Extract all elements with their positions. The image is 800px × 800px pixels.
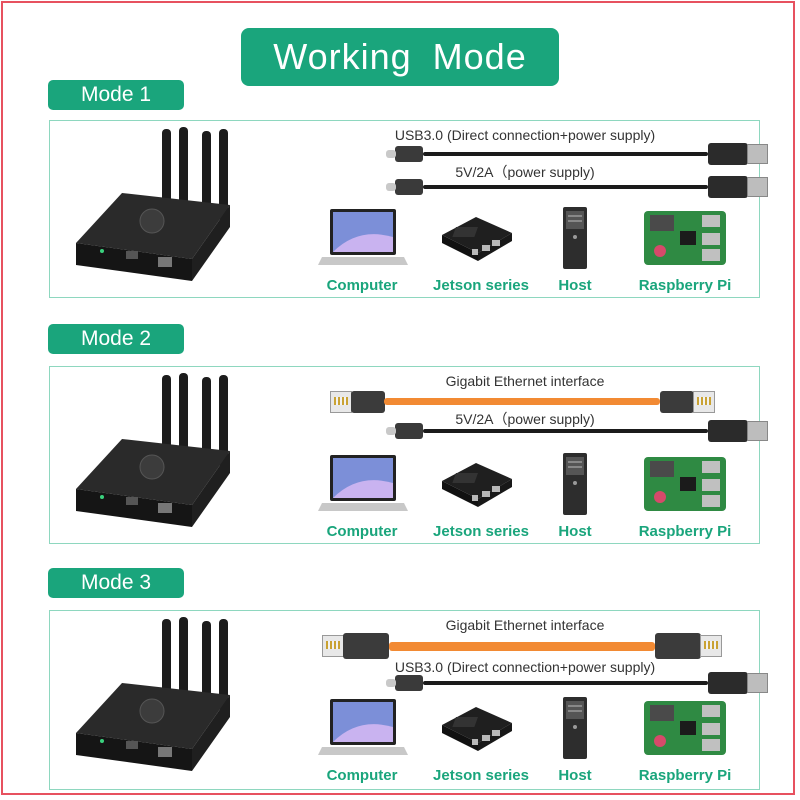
host-label: Host: [558, 523, 592, 540]
router-device-icon: [76, 373, 230, 527]
jetson-label: Jetson series: [433, 277, 529, 294]
computer-label: Computer: [326, 523, 398, 540]
usb-cable: [423, 681, 708, 685]
host-label: Host: [558, 277, 592, 294]
laptop-icon: [318, 209, 408, 265]
host-tower-icon: [563, 453, 587, 515]
raspberry-pi-label: Raspberry Pi: [638, 277, 732, 294]
router-device-icon: [76, 617, 230, 771]
cable-1-label: Gigabit Ethernet interface: [445, 617, 605, 633]
mode-3-label: Mode 3: [48, 568, 184, 598]
jetson-label: Jetson series: [433, 767, 529, 784]
mode-2-label: Mode 2: [48, 324, 184, 354]
usb-c-plug-icon: [386, 146, 423, 162]
usb-c-plug-icon: [386, 675, 423, 691]
host-tower-icon: [563, 697, 587, 759]
raspberry-pi-icon: [644, 211, 726, 265]
usb-c-plug-icon: [386, 423, 423, 439]
cable-2-label: 5V/2A（power supply): [455, 411, 595, 427]
ethernet-cable: [389, 642, 655, 651]
rj45-plug-icon: [700, 635, 722, 657]
usb-a-plug-icon: [708, 143, 768, 165]
raspberry-pi-icon: [644, 457, 726, 511]
jetson-board-icon: [442, 707, 512, 751]
usb-a-plug-icon: [708, 420, 768, 442]
cable-2-label: 5V/2A（power supply): [455, 164, 595, 180]
rj45-boot: [351, 391, 385, 413]
rj45-boot: [660, 391, 694, 413]
ethernet-cable: [384, 398, 660, 405]
usb-c-plug-icon: [386, 179, 423, 195]
cable-2-label: USB3.0 (Direct connection+power supply): [394, 659, 656, 675]
rj45-plug-icon: [330, 391, 352, 413]
usb-a-plug-icon: [708, 672, 768, 694]
mode-1-panel: USB3.0 (Direct connection+power supply) …: [49, 120, 768, 298]
raspberry-pi-label: Raspberry Pi: [638, 523, 732, 540]
usb-cable: [423, 152, 708, 156]
host-tower-icon: [563, 207, 587, 269]
computer-label: Computer: [326, 277, 398, 294]
rj45-plug-icon: [322, 635, 344, 657]
raspberry-pi-label: Raspberry Pi: [638, 767, 732, 784]
mode-1-label: Mode 1: [48, 80, 184, 110]
usb-a-plug-icon: [708, 176, 768, 198]
rj45-plug-icon: [693, 391, 715, 413]
mode-3-panel: Gigabit Ethernet interface USB3.0 (Direc…: [49, 610, 768, 790]
jetson-board-icon: [442, 463, 512, 507]
page-title: Working Mode: [241, 28, 559, 86]
rj45-boot: [655, 633, 701, 659]
router-device-icon: [76, 127, 230, 281]
host-label: Host: [558, 767, 592, 784]
rj45-boot: [343, 633, 389, 659]
jetson-label: Jetson series: [433, 523, 529, 540]
cable-1-label: Gigabit Ethernet interface: [445, 373, 605, 389]
raspberry-pi-icon: [644, 701, 726, 755]
computer-label: Computer: [326, 767, 398, 784]
laptop-icon: [318, 699, 408, 755]
laptop-icon: [318, 455, 408, 511]
jetson-board-icon: [442, 217, 512, 261]
cable-1-label: USB3.0 (Direct connection+power supply): [394, 127, 656, 143]
mode-2-panel: Gigabit Ethernet interface 5V/2A（power s…: [49, 366, 768, 544]
power-cable: [423, 185, 708, 189]
power-cable: [423, 429, 708, 433]
